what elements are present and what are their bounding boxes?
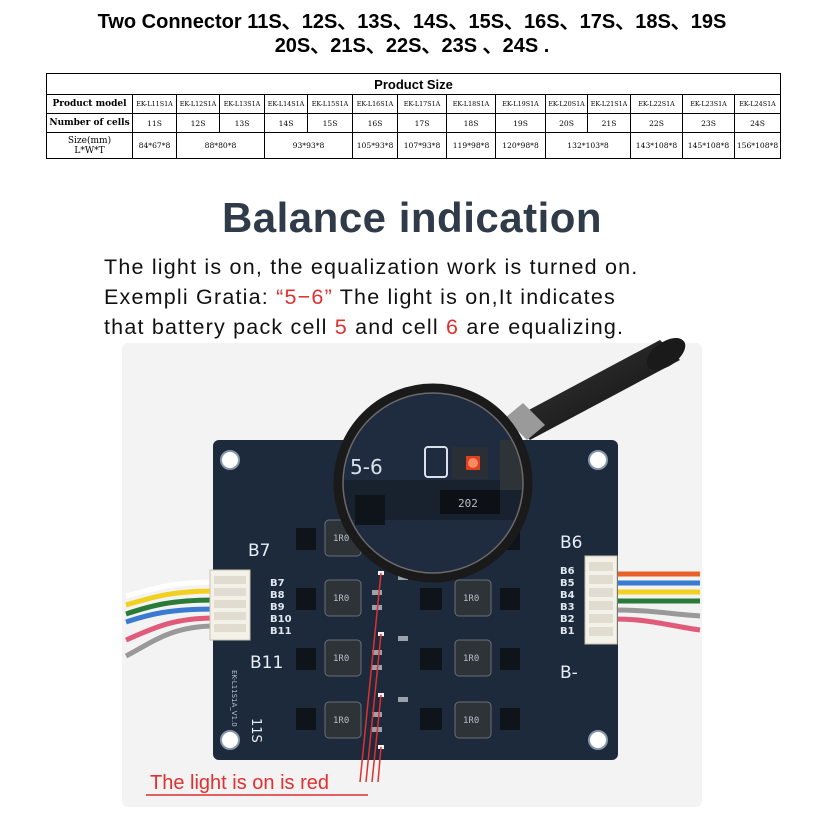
pin-label: B5	[560, 578, 575, 589]
pin-label: B4	[560, 590, 575, 601]
header-line-2: 20S、21S、22S、23S 、24S .	[274, 35, 550, 57]
pin-label: B8	[270, 590, 285, 601]
size-cell: 93*93*8	[264, 132, 353, 159]
size-label: Size(mm) L*W*T	[46, 132, 133, 159]
zoom-label-5-6: 5-6	[350, 455, 383, 479]
pin-label: B7	[270, 578, 285, 589]
mounting-holes	[220, 450, 608, 750]
pin-label: B9	[270, 602, 285, 613]
left-wire-harness	[124, 579, 216, 659]
inductor-mark: 1R0	[333, 594, 349, 604]
inductor-mark: 1R0	[463, 654, 479, 664]
size-cell: 119*98*8	[446, 132, 496, 159]
inductor-mark: 1R0	[333, 654, 349, 664]
pin-label: B6	[560, 566, 575, 577]
board-label-bminus: B-	[560, 663, 578, 683]
size-cell: 156*108*8	[733, 132, 782, 159]
magnifier-icon	[505, 338, 686, 440]
pin-label: B1	[560, 626, 575, 637]
board-silk-model: EK-L11S1A_V1.0	[230, 670, 238, 727]
description-line-3: that battery pack cell 5 and cell 6 are …	[104, 315, 625, 339]
size-cell: 145*108*8	[682, 132, 735, 159]
pin-label: B11	[270, 626, 292, 637]
table-row-sizes: Size(mm) L*W*T 84*67*8 88*80*8 93*93*8 1…	[46, 132, 782, 159]
board-label-b7: B7	[248, 541, 270, 561]
board-model-mark: 11S	[248, 718, 263, 743]
size-cell: 105*93*8	[352, 132, 398, 159]
pin-label: B3	[560, 602, 575, 613]
description-line-1: The light is on, the equalization work i…	[104, 255, 639, 279]
inductor-mark: 1R0	[463, 594, 479, 604]
board-label-b11: B11	[250, 653, 283, 673]
size-cell: 132*103*8	[545, 132, 631, 159]
page-header: Two Connector 11S、12S、13S、14S、15S、16S、17…	[0, 10, 824, 58]
pointer-lines	[359, 572, 382, 783]
zoom-chip-mark: 202	[458, 497, 478, 510]
pin-label: B10	[270, 614, 292, 625]
size-cell: 143*108*8	[630, 132, 683, 159]
board-label-b6: B6	[560, 533, 582, 553]
right-wire-harness	[614, 571, 701, 633]
size-cell: 120*98*8	[495, 132, 546, 159]
description: The light is on, the equalization work i…	[104, 252, 724, 342]
description-line-2: Exempli Gratia: “5−6” The light is on,It…	[104, 285, 616, 309]
pin-label: B2	[560, 614, 575, 625]
magnifier-rim	[333, 383, 533, 583]
inductor-mark: 1R0	[333, 716, 349, 726]
inductor-mark: 1R0	[463, 716, 479, 726]
header-line-1: Two Connector 11S、12S、13S、14S、15S、16S、17…	[97, 11, 727, 33]
size-cell: 107*93*8	[397, 132, 447, 159]
section-title: Balance indication	[221, 194, 603, 241]
caption-light-red: The light is on is red	[150, 772, 329, 794]
inductor-mark: 1R0	[333, 534, 349, 544]
size-cell: 88*80*8	[176, 132, 265, 159]
